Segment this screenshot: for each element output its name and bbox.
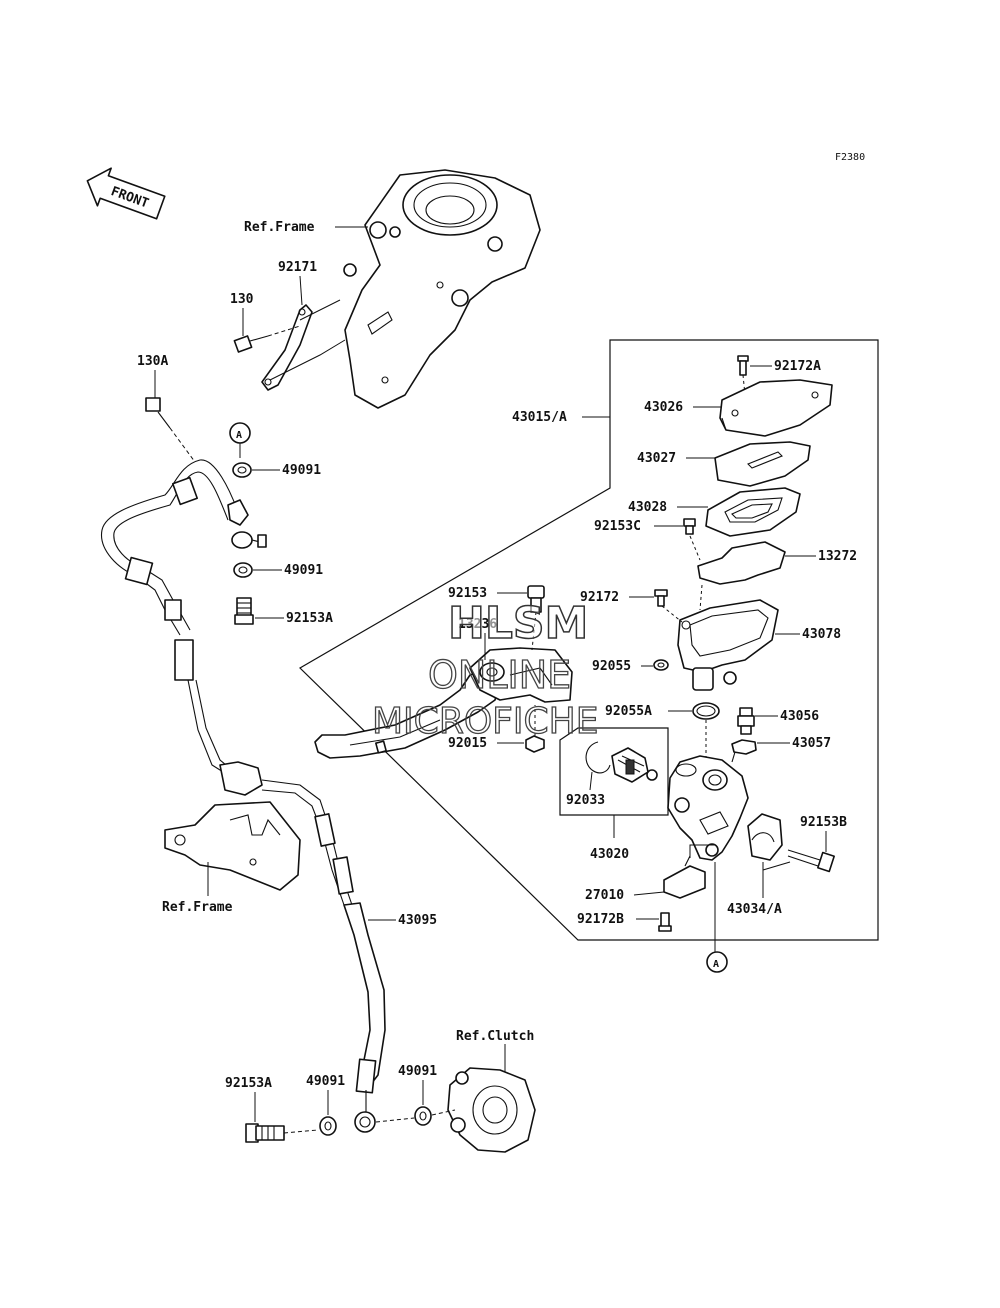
label-92172b: 92172B (577, 912, 624, 927)
marker-a-top-label: A (236, 430, 242, 441)
label-49091-upper: 49091 (282, 463, 321, 478)
o-ring-92055 (653, 659, 669, 671)
label-92153a-upper: 92153A (286, 611, 333, 626)
pivot-bolt-92153 (527, 585, 545, 651)
label-43015a: 43015/A (512, 410, 567, 425)
label-ref-clutch: Ref.Clutch (456, 1029, 534, 1044)
washer-49091-mid (233, 562, 253, 578)
bolt-92153b (787, 849, 835, 873)
label-92172: 92172 (580, 590, 619, 605)
label-92153a-lower: 92153A (225, 1076, 272, 1091)
label-13272: 13272 (818, 549, 857, 564)
label-92171: 92171 (278, 260, 317, 275)
reservoir-cap-43026 (719, 379, 833, 437)
master-cylinder-body (667, 755, 749, 861)
clamp-43034a (747, 813, 783, 861)
hose-clamp-bracket-92171 (261, 299, 346, 391)
label-43056: 43056 (780, 709, 819, 724)
washer-49091-lower-left (319, 1116, 337, 1136)
marker-a-bottom (706, 951, 728, 973)
watermark-line3: MICROFICHE (372, 701, 598, 742)
circlip-92033 (585, 741, 611, 774)
bleeder-cap-43057 (731, 739, 757, 763)
label-92055: 92055 (592, 659, 631, 674)
label-49091-lower-right: 49091 (398, 1064, 437, 1079)
label-13236: 13236 (458, 617, 497, 632)
label-130: 130 (230, 292, 254, 307)
watermark-line2: ONLINE (428, 653, 571, 697)
label-43057: 43057 (792, 736, 831, 751)
label-ref-frame-mid: Ref.Frame (162, 900, 233, 915)
diaphragm-43028 (705, 487, 801, 537)
pivot-nut-92015 (525, 705, 545, 753)
reservoir-43078 (677, 599, 779, 691)
label-43020: 43020 (590, 847, 629, 862)
front-arrow-icon: FRONT (86, 167, 166, 220)
screw-92172a (737, 355, 749, 396)
screw-92172b (658, 912, 672, 932)
frame-head-pipe (343, 169, 541, 409)
label-92033: 92033 (566, 793, 605, 808)
washer-49091-lower-right (414, 1106, 432, 1126)
watermark: HLSM ONLINE MICROFICHE (371, 597, 599, 742)
label-49091-mid: 49091 (284, 563, 323, 578)
lever-pivot-13236 (469, 647, 573, 703)
clutch-hose-43095 (101, 459, 386, 1133)
label-92153c: 92153C (594, 519, 641, 534)
screw-92153c (683, 518, 696, 535)
assembly-43015a-outline (299, 339, 879, 941)
diagram-code: F2380 (835, 152, 865, 163)
label-92015: 92015 (448, 736, 487, 751)
label-92172a: 92172A (774, 359, 821, 374)
hose-grommet-lower (124, 556, 182, 621)
frame-bracket-mid (164, 801, 301, 891)
banjo-bolt-92153a-lower (245, 1123, 319, 1143)
label-43026: 43026 (644, 400, 683, 415)
bolt-130a (145, 397, 196, 463)
bleeder-valve-43056 (737, 707, 755, 735)
gasket-13272 (697, 541, 786, 585)
washer-49091-upper (232, 462, 252, 478)
piston-assembly (611, 747, 658, 783)
label-43028: 43028 (628, 500, 667, 515)
screw-92172 (654, 589, 668, 607)
banjo-fitting-upper (227, 499, 267, 549)
label-92153b: 92153B (800, 815, 847, 830)
label-27010: 27010 (585, 888, 624, 903)
bolt-130 (233, 325, 301, 353)
label-92055a: 92055A (605, 704, 652, 719)
label-92153: 92153 (448, 586, 487, 601)
label-130a: 130A (137, 354, 168, 369)
label-43078: 43078 (802, 627, 841, 642)
label-49091-lower-left: 49091 (306, 1074, 345, 1089)
label-43027: 43027 (637, 451, 676, 466)
label-43095: 43095 (398, 913, 437, 928)
watermark-line1: HLSM (448, 598, 588, 649)
marker-a-bottom-label: A (713, 959, 719, 970)
clutch-slave-cylinder (447, 1067, 536, 1153)
hose-clamp-upper (171, 476, 199, 506)
piston-kit-43020-box (559, 727, 669, 816)
banjo-bolt-92153a-upper (234, 597, 254, 625)
cap-plate-43027 (714, 441, 811, 487)
label-ref-frame-top: Ref.Frame (244, 220, 315, 235)
label-43034a: 43034/A (727, 902, 782, 917)
